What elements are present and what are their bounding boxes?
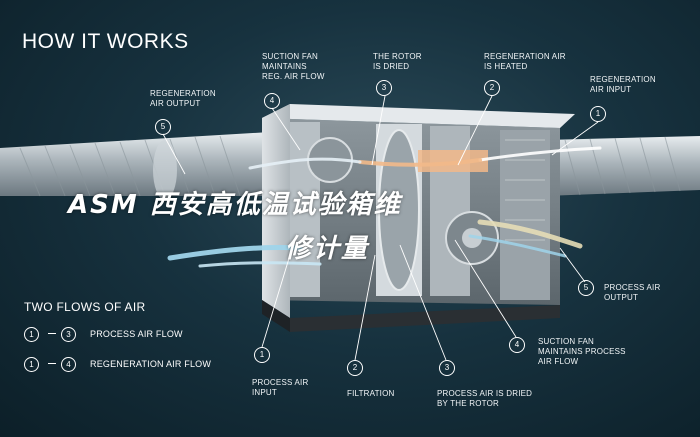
right-duct xyxy=(538,136,700,196)
callout-label-bottom-5: PROCESS AIR OUTPUT xyxy=(604,283,661,302)
legend-from-number: 1 xyxy=(24,357,39,372)
left-duct xyxy=(0,132,270,200)
overlay-text-line-2: 修计量 xyxy=(285,234,370,264)
callout-label-bottom-1: PROCESS AIR INPUT xyxy=(252,378,309,397)
callout-label-top-1: REGENERATION AIR INPUT xyxy=(590,75,656,94)
process-air-flow xyxy=(167,219,583,268)
callout-number-top-1: 1 xyxy=(590,106,606,122)
callout-label-bottom-2: FILTRATION xyxy=(347,389,395,398)
callout-number-top-2: 2 xyxy=(484,80,500,96)
callout-label-top-3: THE ROTOR IS DRIED xyxy=(373,52,422,71)
legend-from-number: 1 xyxy=(24,327,39,342)
unit-cabinet xyxy=(262,104,575,332)
callout-number-top-4: 4 xyxy=(264,93,280,109)
callout-number-top-5: 5 xyxy=(155,119,171,135)
callout-leader-lines xyxy=(162,95,599,361)
callout-number-bottom-2: 2 xyxy=(347,360,363,376)
callout-label-top-2: REGENERATION AIR IS HEATED xyxy=(484,52,566,71)
legend-label: REGENERATION AIR FLOW xyxy=(90,359,212,369)
legend-to-number: 3 xyxy=(61,327,76,342)
legend-label: PROCESS AIR FLOW xyxy=(90,329,183,339)
callout-label-bottom-4: SUCTION FAN MAINTAINS PROCESS AIR FLOW xyxy=(538,337,626,366)
legend-dash xyxy=(48,363,56,365)
callout-number-bottom-4: 4 xyxy=(509,337,525,353)
legend-dash xyxy=(48,333,56,335)
callout-number-bottom-1: 1 xyxy=(254,347,270,363)
overlay-text-line-1: ASM 西安高低温试验箱维 xyxy=(68,190,402,220)
callout-number-bottom-5: 5 xyxy=(578,280,594,296)
legend-title: TWO FLOWS OF AIR xyxy=(24,300,146,314)
legend-to-number: 4 xyxy=(61,357,76,372)
page-title: HOW IT WORKS xyxy=(22,30,189,53)
callout-label-top-5: REGENERATION AIR OUTPUT xyxy=(150,89,216,108)
callout-number-top-3: 3 xyxy=(376,80,392,96)
callout-number-bottom-3: 3 xyxy=(439,360,455,376)
callout-label-bottom-3: PROCESS AIR IS DRIED BY THE ROTOR xyxy=(437,389,533,408)
callout-label-top-4: SUCTION FAN MAINTAINS REG. AIR FLOW xyxy=(262,52,325,81)
